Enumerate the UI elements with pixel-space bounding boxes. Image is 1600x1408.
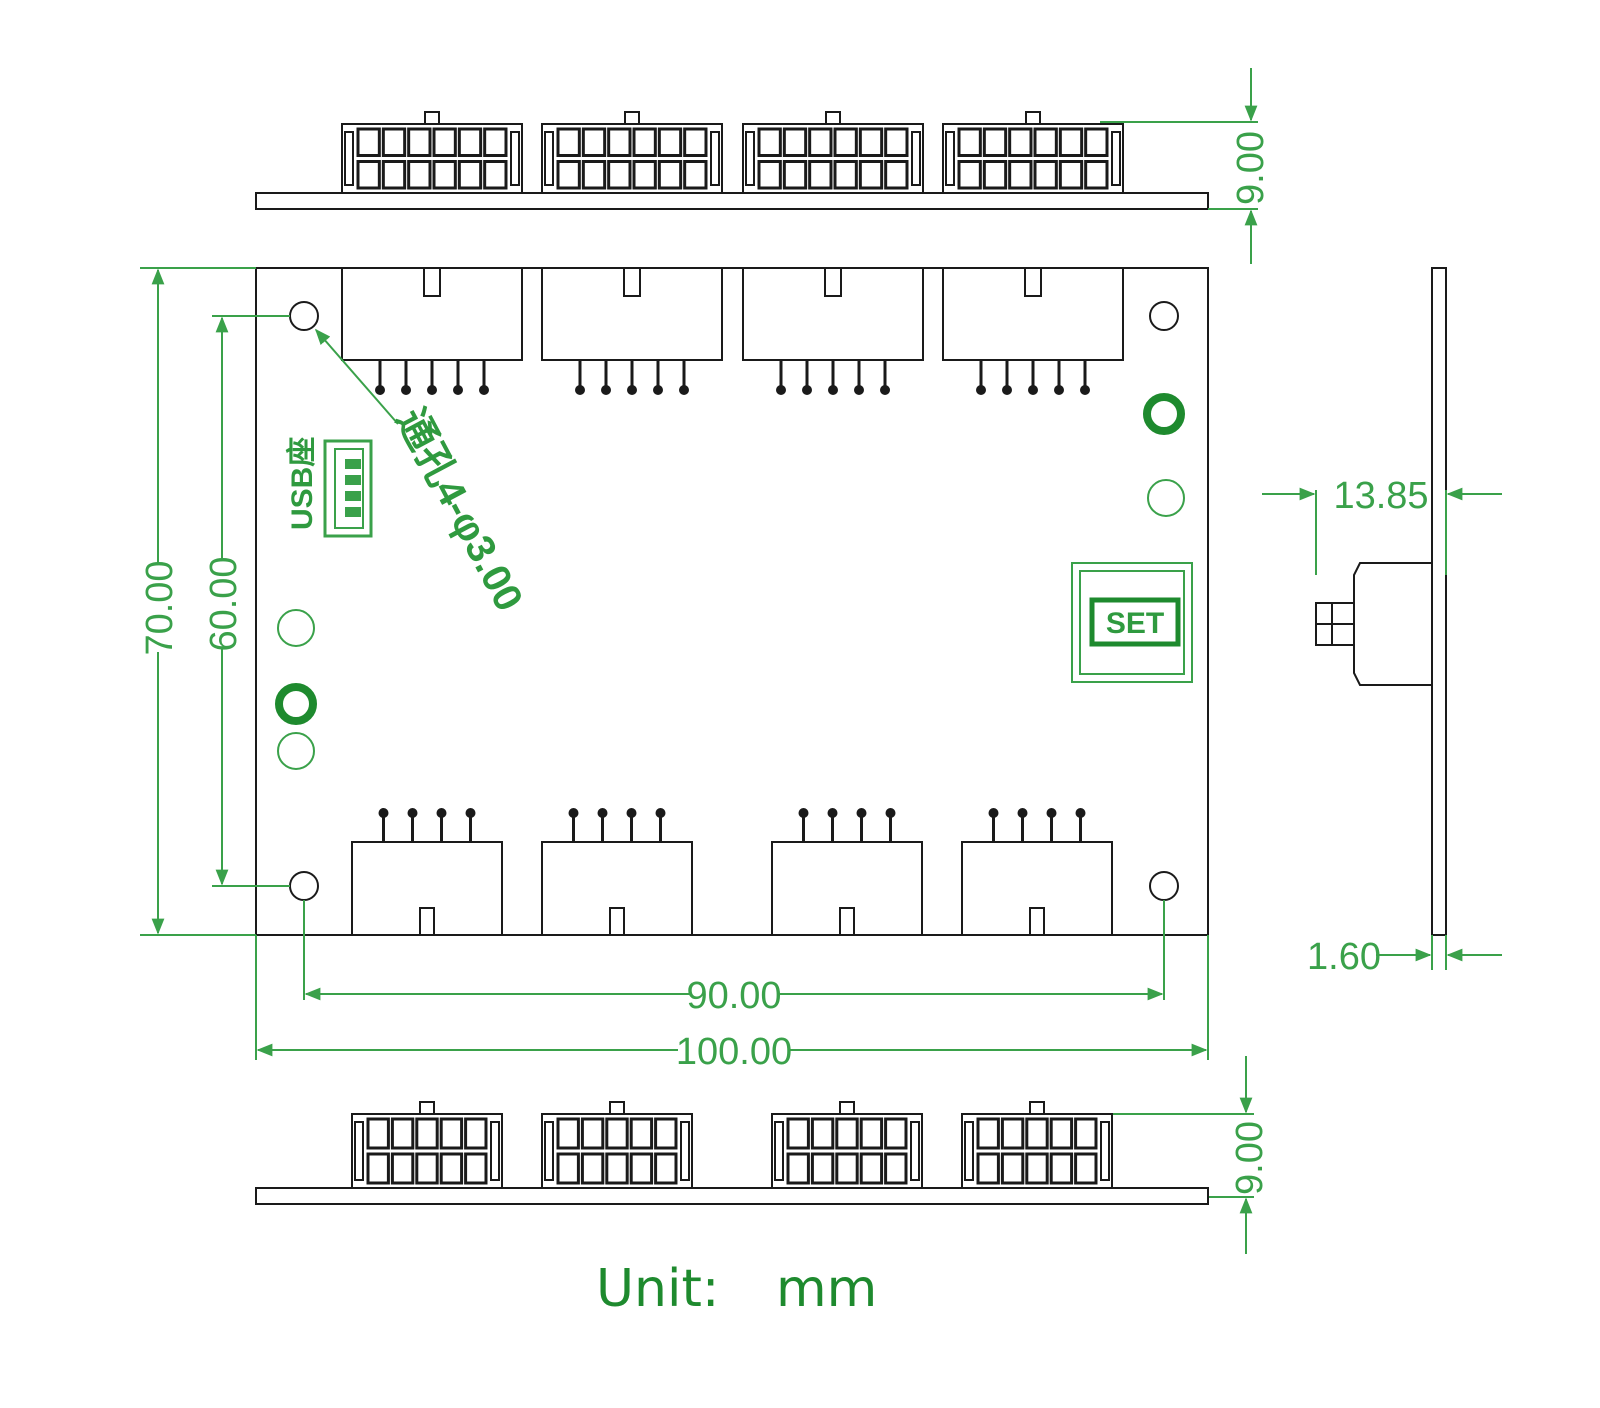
pad-left-upper <box>277 609 315 647</box>
bottom-view-connector-2 <box>541 1101 693 1189</box>
dim-board-width-value: 100.00 <box>676 1031 792 1073</box>
board-bottom-header-1 <box>351 808 503 936</box>
bottom-view-connector-4 <box>961 1101 1113 1189</box>
top-side-view <box>255 111 1209 210</box>
unit-value: mm <box>776 1259 877 1319</box>
dim-board-height-value: 70.00 <box>139 560 181 655</box>
mount-hole-leader <box>314 328 399 425</box>
bottom-view-connector-3 <box>771 1101 923 1189</box>
usb-port-label: USB座 <box>285 437 319 530</box>
dim-board-height: 70.00 <box>139 267 256 936</box>
dim-board-width: 100.00 <box>255 935 1209 1073</box>
dim-board-thickness-value: 1.60 <box>1307 936 1381 978</box>
dim-side-depth-value: 13.85 <box>1333 475 1428 517</box>
mount-hole-top-left <box>289 301 319 331</box>
side-view-button-body <box>1353 562 1432 686</box>
right-side-view: 13.85 1.60 <box>1262 267 1502 978</box>
dim-hole-spacing-horizontal: 90.00 <box>303 900 1165 1017</box>
pad-left-lower <box>277 732 315 770</box>
board-bottom-header-2 <box>541 808 693 936</box>
board-top-header-3 <box>742 267 924 395</box>
top-view-board <box>255 192 1209 210</box>
bottom-side-view <box>255 1101 1209 1205</box>
unit-label: Unit: <box>596 1259 719 1319</box>
top-view-connector-3 <box>742 111 924 194</box>
led-pad-left <box>275 683 317 725</box>
top-view-connector-1 <box>341 111 523 194</box>
led-pad-right <box>1143 393 1185 435</box>
mount-hole-bottom-left <box>289 871 319 901</box>
dim-bottom-height-value: 9.00 <box>1229 1121 1271 1195</box>
mount-hole-note: 通孔4-φ3.00 <box>388 402 531 619</box>
mount-hole-top-right <box>1149 301 1179 331</box>
top-view-connector-2 <box>541 111 723 194</box>
dim-hole-spacing-vertical: 60.00 <box>203 315 290 887</box>
mount-hole-bottom-right <box>1149 871 1179 901</box>
board-top-header-2 <box>541 267 723 395</box>
bottom-view-board <box>255 1187 1209 1205</box>
top-view-connector-4 <box>942 111 1124 194</box>
side-view-board <box>1431 267 1447 936</box>
board-outline <box>255 267 1209 936</box>
dim-top-height-value: 9.00 <box>1230 131 1272 205</box>
dim-hole-spacing-vertical-value: 60.00 <box>203 556 245 651</box>
board-top-header-1 <box>341 267 523 395</box>
dim-top-height: 9.00 <box>1100 68 1272 264</box>
set-button: SET <box>1071 562 1193 683</box>
dim-hole-spacing-horizontal-value: 90.00 <box>686 975 781 1017</box>
board-bottom-header-4 <box>961 808 1113 936</box>
board-bottom-header-3 <box>771 808 923 936</box>
board-top-header-4 <box>942 267 1124 395</box>
set-button-label: SET <box>1106 607 1164 640</box>
pad-right <box>1147 479 1185 517</box>
dim-bottom-height: 9.00 <box>1100 1056 1271 1254</box>
board-top-view: USB座 通孔4-φ3.00 SET <box>255 267 1209 936</box>
bottom-view-connector-1 <box>351 1101 503 1189</box>
usb-connector <box>323 439 373 538</box>
